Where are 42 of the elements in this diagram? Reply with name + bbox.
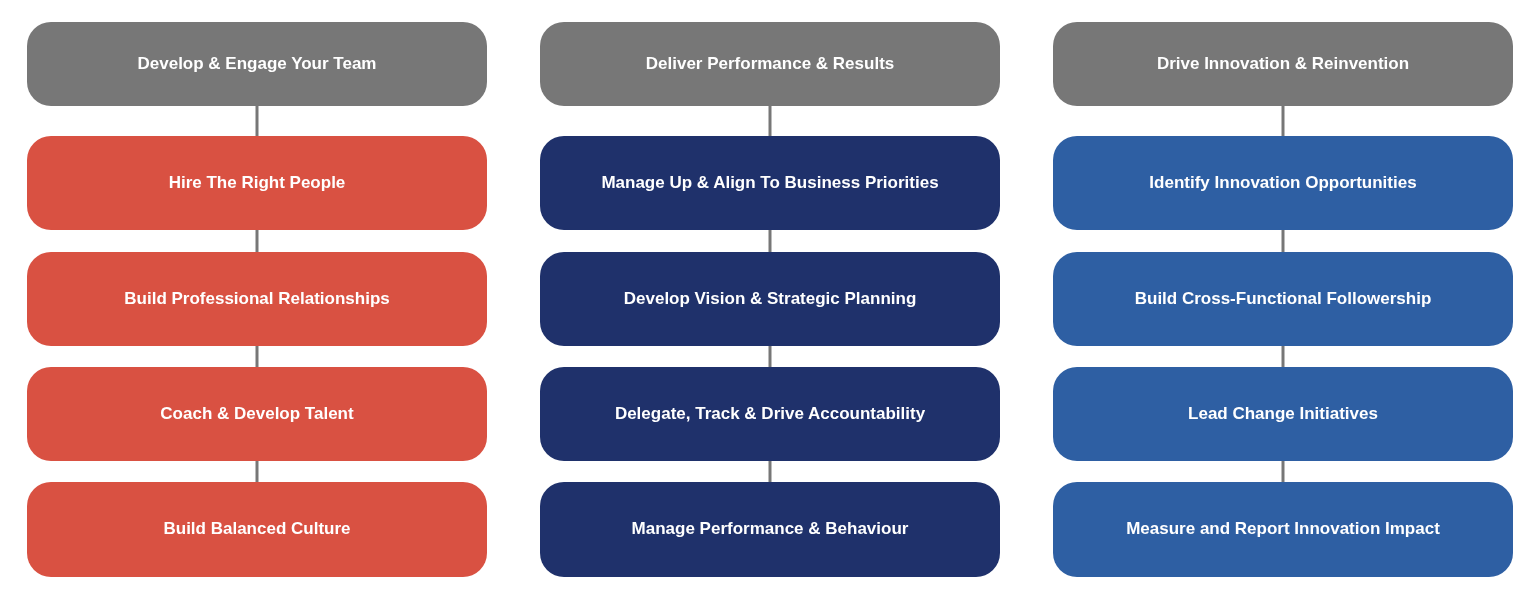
process-box: [540, 482, 1000, 577]
box-label: Manage Up & Align To Business Priorities: [601, 172, 939, 194]
connector-line: [1281, 230, 1285, 252]
connector-line: [768, 230, 772, 252]
process-box: [540, 367, 1000, 461]
box-label: Drive Innovation & Reinvention: [1156, 53, 1410, 75]
box-label: Identify Innovation Opportunities: [1149, 172, 1417, 194]
process-box: [540, 136, 1000, 230]
box-label: Deliver Performance & Results: [645, 53, 895, 75]
process-box: [27, 367, 487, 461]
connector-line: [768, 346, 772, 367]
box-label: Manage Performance & Behaviour: [631, 519, 909, 540]
connector-line: [1281, 106, 1285, 136]
connector-line: [768, 106, 772, 136]
box-label: Delegate, Track & Drive Accountability: [614, 403, 926, 425]
box-label: Build Professional Relationships: [124, 288, 390, 310]
box-label: Hire The Right People: [168, 172, 346, 194]
header-box: [27, 22, 487, 106]
connector-line: [1281, 346, 1285, 367]
process-box: [1053, 252, 1513, 346]
box-label: Coach & Develop Talent: [160, 403, 354, 425]
connector-line: [255, 106, 259, 136]
connector-line: [255, 461, 259, 482]
process-box: [27, 252, 487, 346]
box-label: Develop & Engage Your Team: [137, 53, 377, 75]
box-label: Measure and Report Innovation Impact: [1126, 519, 1440, 540]
process-box: [1053, 482, 1513, 577]
process-box: [27, 136, 487, 230]
box-label: Develop Vision & Strategic Planning: [623, 288, 917, 310]
header-box: [1053, 22, 1513, 106]
process-box: [540, 252, 1000, 346]
process-box: [27, 482, 487, 577]
header-box: [540, 22, 1000, 106]
connector-line: [255, 230, 259, 252]
process-box: [1053, 367, 1513, 461]
connector-line: [768, 461, 772, 482]
box-label: Build Cross-Functional Followership: [1134, 288, 1432, 310]
connector-line: [255, 346, 259, 367]
box-label: Build Balanced Culture: [163, 519, 351, 540]
box-label: Lead Change Initiatives: [1188, 403, 1378, 425]
process-box: [1053, 136, 1513, 230]
connector-line: [1281, 461, 1285, 482]
